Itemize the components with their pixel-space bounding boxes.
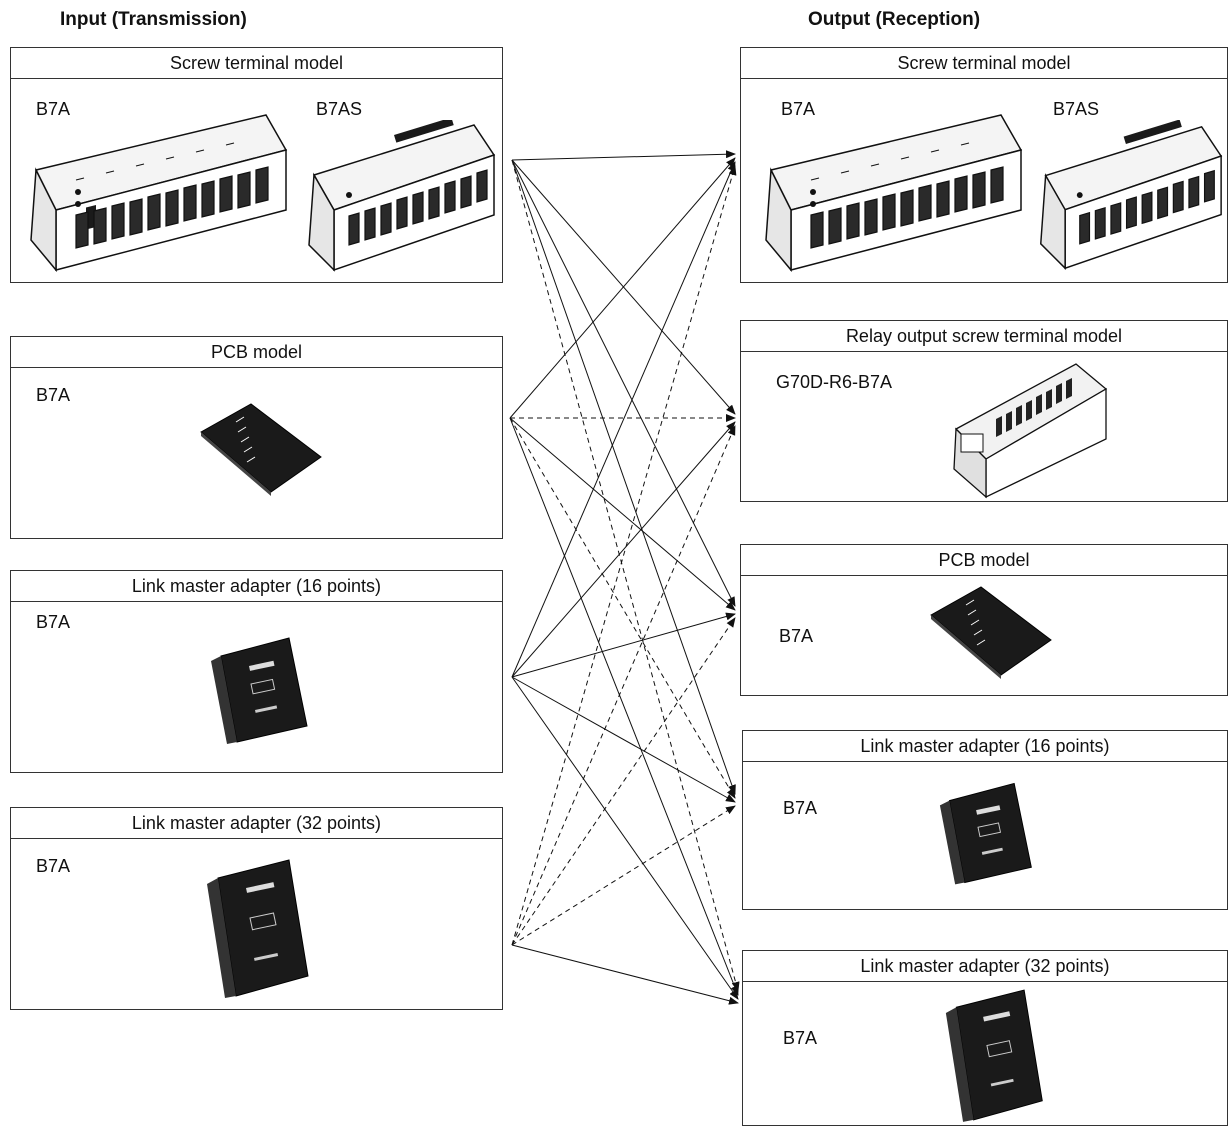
model-label: B7AS xyxy=(1053,99,1100,119)
connection-arrow xyxy=(509,417,739,996)
pcb-module-icon xyxy=(926,585,1056,680)
link-adapter-icon xyxy=(209,636,314,744)
pcb-module-icon xyxy=(196,402,326,497)
output-link-adapter-16-box: Link master adapter (16 points) B7A xyxy=(742,730,1228,910)
connection-arrow xyxy=(511,425,736,946)
connection-arrow xyxy=(511,617,736,946)
input-screw-terminal-box: Screw terminal model B7A B7AS xyxy=(10,47,503,283)
box-title: Link master adapter (32 points) xyxy=(743,951,1227,982)
model-label: B7A xyxy=(783,798,818,818)
model-label: G70D-R6-B7A xyxy=(776,372,893,392)
model-label: B7A xyxy=(36,385,71,405)
input-heading: Input (Transmission) xyxy=(60,9,247,30)
link-adapter-icon xyxy=(943,987,1048,1123)
connection-arrow xyxy=(511,165,737,946)
box-title: PCB model xyxy=(741,545,1227,576)
connection-arrow xyxy=(511,421,736,678)
output-pcb-box: PCB model B7A xyxy=(740,544,1228,696)
model-label: B7A xyxy=(779,626,814,646)
output-link-adapter-32-box: Link master adapter (32 points) B7A xyxy=(742,950,1228,1126)
terminal-block-icon xyxy=(751,110,1026,275)
connection-arrow xyxy=(509,417,736,799)
connection-arrow xyxy=(511,612,736,678)
connection-arrow xyxy=(511,161,736,678)
box-title: Link master adapter (32 points) xyxy=(11,808,502,839)
model-label: B7A xyxy=(36,856,71,876)
terminal-block-icon xyxy=(299,120,499,275)
box-title: PCB model xyxy=(11,337,502,368)
model-label: B7A xyxy=(781,99,816,119)
connection-arrow xyxy=(511,676,739,1000)
connection-arrow xyxy=(511,944,739,1005)
box-title: Link master adapter (16 points) xyxy=(11,571,502,602)
output-screw-terminal-box: Screw terminal model B7A B7AS xyxy=(740,47,1228,283)
output-relay-box: Relay output screw terminal model G70D-R… xyxy=(740,320,1228,502)
box-title: Screw terminal model xyxy=(741,48,1227,79)
output-heading: Output (Reception) xyxy=(808,9,981,30)
connection-arrow xyxy=(511,150,736,161)
input-pcb-box: PCB model B7A xyxy=(10,336,503,539)
connection-arrow xyxy=(509,157,736,419)
model-label: B7AS xyxy=(316,99,363,119)
link-adapter-icon xyxy=(204,858,314,998)
connection-arrow xyxy=(511,676,736,803)
connection-arrow xyxy=(511,159,736,607)
connection-arrow xyxy=(511,159,736,795)
input-link-adapter-16-box: Link master adapter (16 points) B7A xyxy=(10,570,503,773)
input-link-adapter-32-box: Link master adapter (32 points) B7A xyxy=(10,807,503,1010)
box-title: Screw terminal model xyxy=(11,48,502,79)
relay-terminal-icon xyxy=(946,359,1111,499)
model-label: B7A xyxy=(783,1028,818,1048)
model-label: B7A xyxy=(36,99,71,119)
box-title: Relay output screw terminal model xyxy=(741,321,1227,352)
connection-arrow xyxy=(509,417,736,611)
connection-arrow xyxy=(511,805,736,946)
box-title: Link master adapter (16 points) xyxy=(743,731,1227,762)
model-label: B7A xyxy=(36,612,71,632)
terminal-block-icon xyxy=(1031,120,1226,275)
terminal-block-icon xyxy=(16,110,291,275)
connection-arrow xyxy=(511,159,736,415)
connection-arrow xyxy=(511,159,740,992)
link-adapter-icon xyxy=(938,779,1038,887)
